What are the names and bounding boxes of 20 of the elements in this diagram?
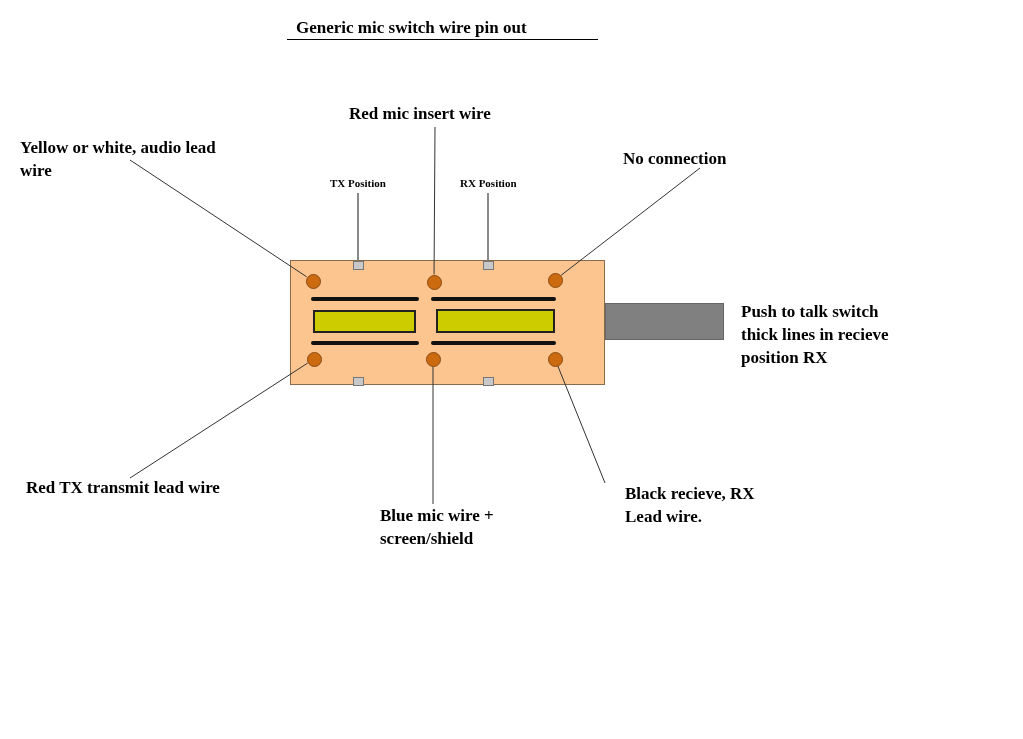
note-text: Push to talk switch thick lines in recieve position RX	[741, 301, 890, 369]
leader-line	[357, 192, 359, 262]
diagram-title: Generic mic switch wire pin out	[287, 16, 598, 40]
wire-label: Red TX transmit lead wire	[26, 477, 221, 499]
position-label: RX Position	[460, 177, 518, 189]
position-marker	[482, 260, 494, 270]
position-marker	[352, 260, 364, 270]
leader-line	[129, 362, 309, 479]
leader-line	[432, 366, 434, 505]
wire-label: Blue mic wire + screen/shield	[380, 505, 495, 550]
leader-line	[560, 167, 701, 276]
leader-line	[557, 365, 606, 484]
wire-label: No connection	[623, 148, 728, 170]
wire-label: Yellow or white, audio lead wire	[20, 137, 217, 182]
position-label: TX Position	[330, 177, 387, 189]
leader-line	[487, 192, 489, 262]
wire-label: Black recieve, RX Lead wire.	[625, 483, 756, 528]
wire-label: Red mic insert wire	[349, 103, 492, 125]
leader-line	[433, 126, 436, 275]
leader-line	[129, 159, 308, 278]
